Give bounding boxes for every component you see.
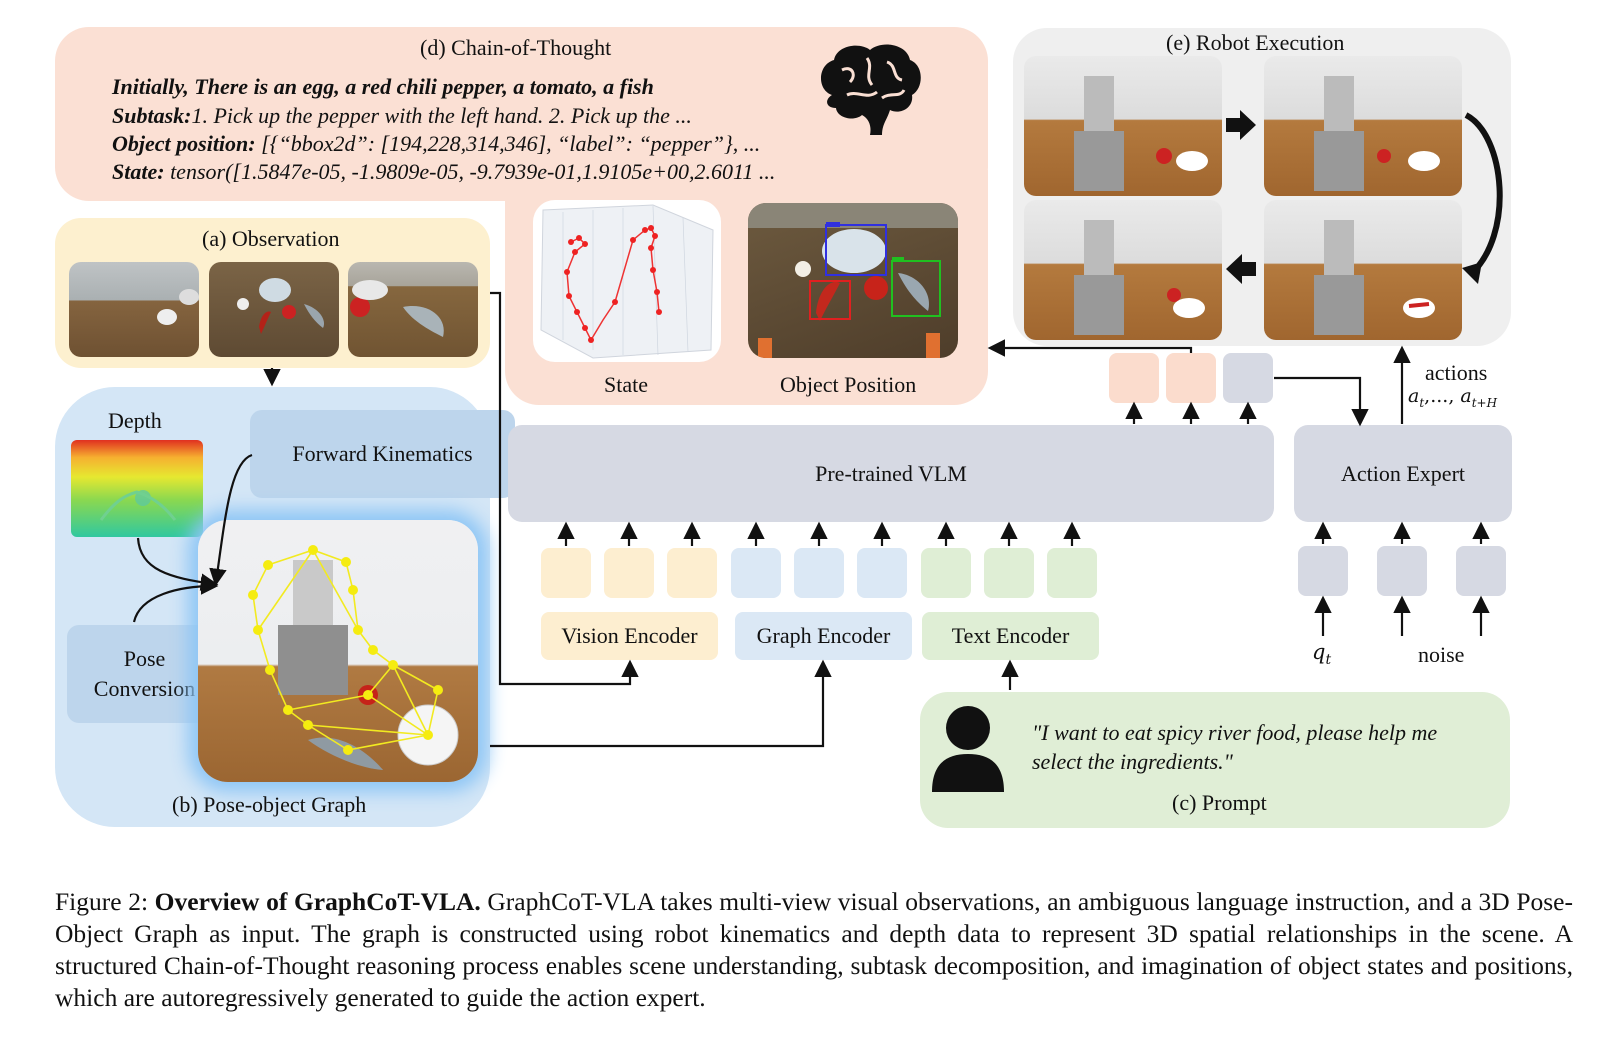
observation-view-left — [69, 262, 199, 357]
observation-view-left-graphic — [157, 289, 199, 325]
action-query-token — [1223, 353, 1273, 403]
observation-view-right-graphic — [350, 280, 444, 337]
actions-a-end: a — [1460, 385, 1472, 407]
prompt-panel — [920, 692, 1510, 828]
noise-token — [1377, 546, 1427, 596]
actions-sub-end: t+H — [1471, 395, 1498, 410]
graph-encoder-box: Graph Encoder — [735, 612, 912, 660]
vision-token — [667, 548, 717, 598]
pretrained-vlm-box: Pre-trained VLM — [508, 425, 1274, 522]
depth-label: Depth — [108, 408, 162, 433]
actions-sub-start: t — [1419, 395, 1425, 410]
state-token — [1298, 546, 1348, 596]
observation-view-top — [209, 262, 339, 357]
caption-prefix: Figure 2: — [55, 887, 155, 916]
chain-of-thought-title: (d) Chain-of-Thought — [420, 35, 612, 60]
observation-title: (a) Observation — [202, 226, 340, 251]
cot-line-2: Subtask:1. Pick up the pepper with the l… — [112, 103, 692, 129]
caption-body: GraphCoT-VLA takes multi-view visual obs… — [55, 887, 1573, 1012]
text-token — [984, 548, 1034, 598]
state-label: State — [604, 372, 648, 397]
pose-conversion-box: Pose Conversion — [67, 625, 222, 723]
robot-graphic-4 — [1314, 220, 1435, 335]
actions-range-label: at,..., at+H — [1408, 385, 1497, 410]
arrow-right-icon — [1226, 110, 1256, 140]
robot-graphic-3 — [1074, 220, 1205, 335]
text-token — [1047, 548, 1097, 598]
execution-arrows — [1226, 110, 1256, 284]
cot-output-token — [1109, 353, 1159, 403]
cot-line-4: State: tensor([1.5847e-05, -1.9809e-05, … — [112, 159, 775, 185]
vision-token — [604, 548, 654, 598]
robot-graphic-1 — [1074, 76, 1208, 191]
q-subscript: t — [1325, 652, 1332, 669]
robot-execution-title: (e) Robot Execution — [1166, 30, 1345, 55]
cot-object-position-label: Object position: — [112, 131, 256, 156]
actions-label: actions — [1425, 360, 1488, 385]
noise-label: noise — [1418, 642, 1465, 667]
caption-title: Overview of GraphCoT-VLA. — [154, 887, 481, 916]
prompt-text: "I want to eat spicy river food, please … — [1032, 720, 1438, 774]
cot-state-label: State: — [112, 159, 165, 184]
cot-subtask-text: 1. Pick up the pepper with the left hand… — [191, 103, 692, 128]
text-encoder-box: Text Encoder — [922, 612, 1099, 660]
action-expert-box: Action Expert — [1294, 425, 1512, 522]
robot-graphic-2 — [1314, 76, 1440, 191]
q-symbol: q — [1312, 640, 1326, 664]
cot-object-position-text: [{“bbox2d”: [194,228,314,346], “label”: … — [255, 131, 761, 156]
person-icon — [932, 706, 1004, 792]
prompt-title: (c) Prompt — [1172, 790, 1267, 815]
observation-view-top-graphic — [237, 278, 325, 334]
graph-token — [857, 548, 907, 598]
execution-frame-3 — [1024, 200, 1222, 340]
vision-token — [541, 548, 591, 598]
observation-view-right — [348, 262, 478, 357]
depth-map-graphic — [99, 490, 177, 521]
object-position-label: Object Position — [780, 372, 917, 397]
arrow-down-curve-icon — [1464, 112, 1503, 278]
actions-separator: ,..., — [1424, 385, 1461, 407]
arrow-left-icon — [1226, 254, 1256, 284]
cot-line-1: Initially, There is an egg, a red chili … — [112, 74, 654, 100]
state-plot — [533, 200, 721, 362]
execution-frame-2 — [1264, 56, 1462, 196]
cot-line-3: Object position: [{“bbox2d”: [194,228,31… — [112, 131, 760, 157]
q-t-label: qt — [1312, 640, 1331, 668]
noise-token — [1456, 546, 1506, 596]
execution-frame-4 — [1264, 200, 1462, 340]
pose-object-graph-image — [198, 520, 478, 782]
figure-caption: Figure 2: Overview of GraphCoT-VLA. Grap… — [55, 886, 1573, 1014]
brain-icon — [820, 44, 921, 135]
graph-token — [731, 548, 781, 598]
cot-line-1-text: Initially, There is an egg, a red chili … — [112, 74, 654, 99]
cot-output-token — [1166, 353, 1216, 403]
cot-state-text: tensor([1.5847e-05, -1.9809e-05, -9.7939… — [164, 159, 776, 184]
object-position-image — [748, 203, 958, 358]
cot-subtask-label: Subtask: — [112, 103, 192, 128]
depth-map — [71, 440, 203, 537]
vision-encoder-box: Vision Encoder — [541, 612, 718, 660]
pose-object-graph-graphic — [248, 545, 459, 770]
graph-token — [794, 548, 844, 598]
state-plot-graphic — [540, 204, 714, 359]
object-position-graphic — [748, 203, 958, 358]
pose-object-graph-title: (b) Pose-object Graph — [172, 792, 367, 817]
actions-a-start: a — [1408, 385, 1420, 407]
forward-kinematics-box: Forward Kinematics — [250, 410, 515, 498]
text-token — [921, 548, 971, 598]
execution-frame-1 — [1024, 56, 1222, 196]
